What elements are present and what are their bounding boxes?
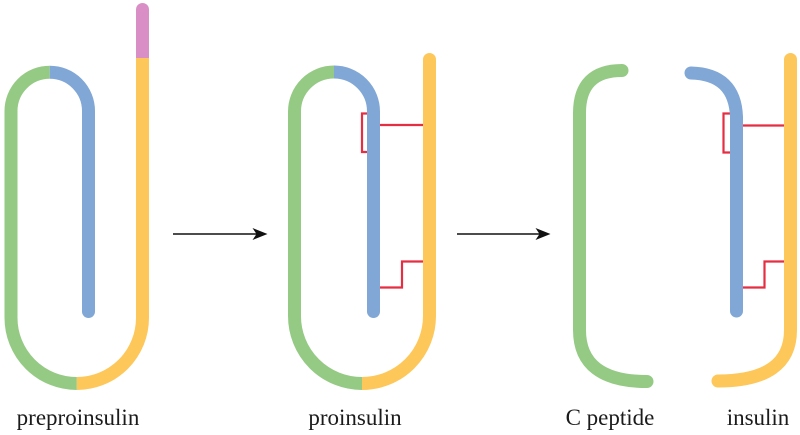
proinsulin-a-chain-segment [333, 65, 380, 312]
process-arrow-2 [457, 228, 551, 240]
insulin-b-chain-segment [711, 53, 797, 388]
insulin-lower-interchain-disulfide-bond [736, 260, 791, 289]
label-proinsulin: proinsulin [308, 405, 402, 430]
stage-labels: preproinsulin proinsulin C peptide insul… [17, 405, 790, 430]
preproinsulin-structure [4, 3, 149, 390]
preproinsulin-b-chain-segment [76, 58, 149, 390]
c-peptide-structure [573, 64, 654, 388]
preproinsulin-a-chain-segment [49, 65, 95, 312]
process-arrow-1 [173, 228, 268, 240]
proinsulin-lower-interchain-disulfide-bond [373, 260, 430, 289]
arrow-1-head-icon [252, 228, 268, 240]
arrow-2-head-icon [535, 228, 551, 240]
proinsulin-b-chain-end-cap [423, 53, 436, 66]
label-insulin: insulin [727, 405, 790, 430]
proinsulin-a-chain-end-cap [367, 305, 380, 318]
insulin-a-chain-segment [684, 66, 743, 318]
proinsulin-c-peptide-segment [288, 65, 363, 390]
preproinsulin-c-peptide-segment [4, 65, 77, 390]
proinsulin-structure [288, 53, 436, 390]
proinsulin-b-chain-segment [361, 59, 436, 390]
preproinsulin-a-chain-end-cap [82, 305, 95, 318]
label-preproinsulin: preproinsulin [17, 405, 140, 430]
insulin-a-chain-intrachain-disulfide-bond [722, 112, 731, 154]
label-c-peptide: C peptide [566, 405, 655, 430]
proinsulin-a-chain-intrachain-disulfide-bond [360, 112, 369, 154]
c-peptide-chain [573, 64, 654, 388]
insulin-structure [684, 53, 797, 388]
